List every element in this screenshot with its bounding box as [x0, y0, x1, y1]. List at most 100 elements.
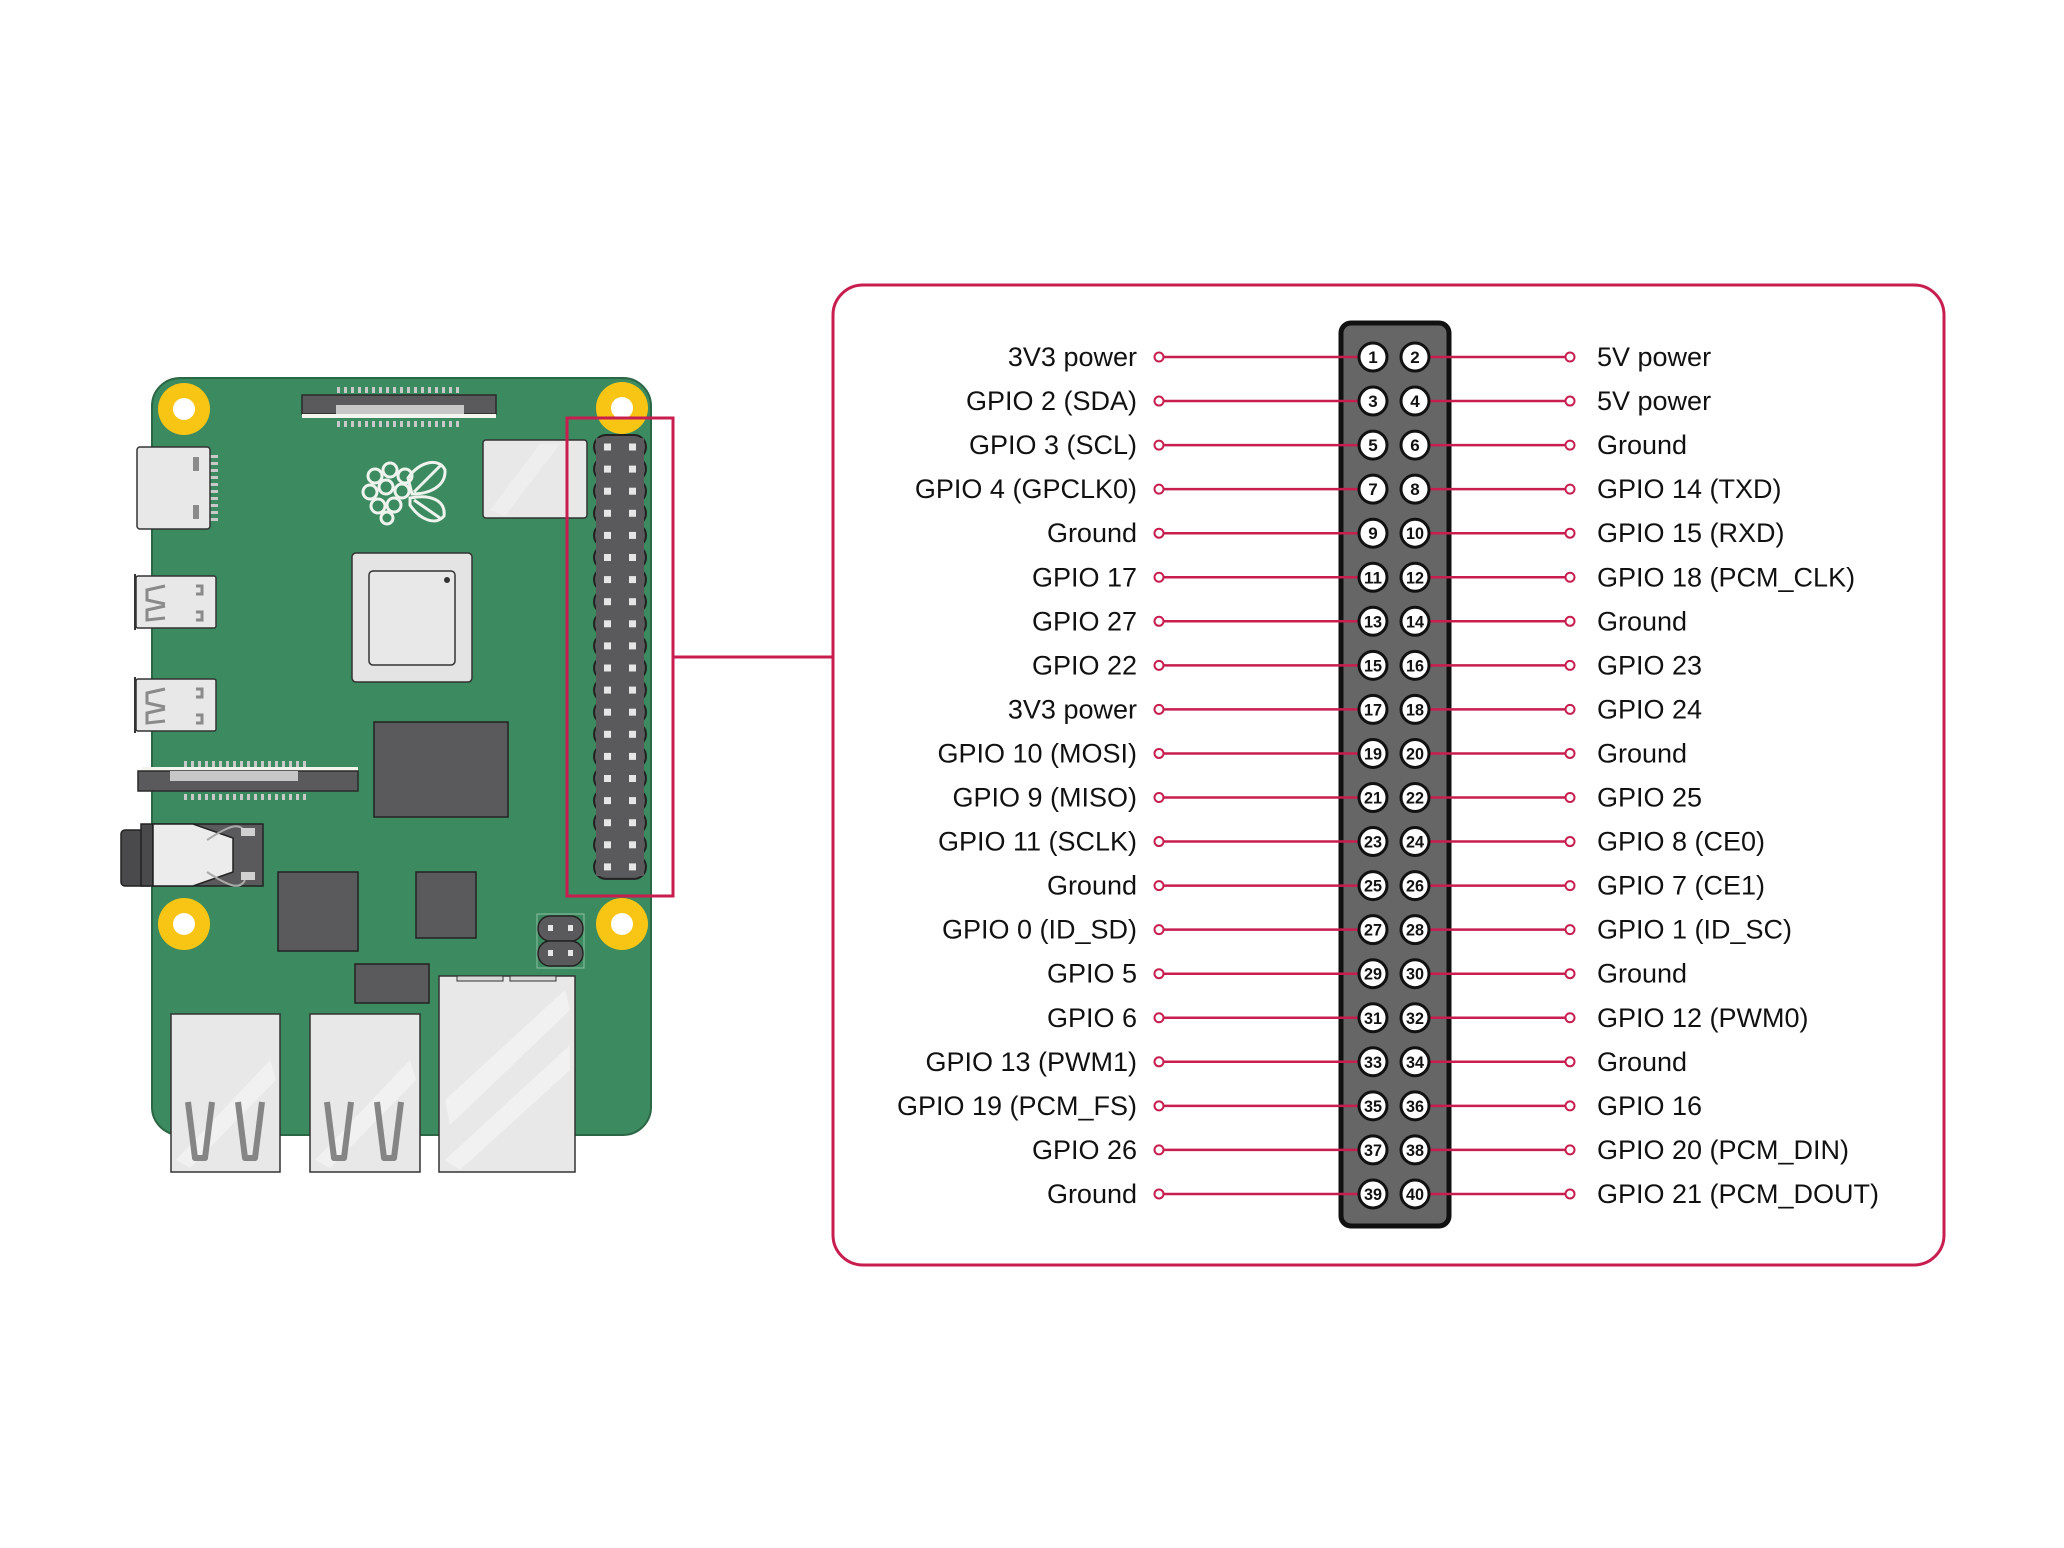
board-header-pin [604, 531, 611, 539]
left-pin-number: 23 [1364, 833, 1382, 852]
board-header-pin [604, 775, 611, 782]
right-pin [1399, 914, 1431, 946]
left-pin-label: GPIO 11 (SCLK) [938, 827, 1137, 857]
right-pin-label: Ground [1597, 959, 1687, 989]
right-pin [1399, 1134, 1431, 1166]
mounting-hole-top-left [158, 383, 210, 435]
right-pin-label: Ground [1597, 430, 1687, 460]
board-header-pin [604, 686, 611, 694]
right-pin-label: GPIO 23 [1597, 650, 1702, 680]
left-pin [1357, 1134, 1389, 1166]
right-pin-number: 24 [1406, 833, 1425, 852]
right-pin-number: 4 [1410, 392, 1420, 411]
left-lead-endpoint [1153, 571, 1165, 583]
right-pin [1399, 870, 1431, 902]
left-pin-label: Ground [1047, 871, 1137, 901]
board-header-pin [604, 752, 611, 760]
board-header-pin [629, 509, 636, 517]
left-pin-label: GPIO 17 [1032, 562, 1137, 592]
usb-c-power-port [136, 446, 218, 530]
right-pin-label: 5V power [1597, 342, 1711, 372]
left-pin [1357, 1002, 1389, 1034]
right-pin-number: 16 [1406, 656, 1424, 675]
right-pin-number: 2 [1410, 348, 1419, 367]
right-pin [1399, 473, 1431, 505]
right-pin [1399, 693, 1431, 725]
board-header-pin [604, 443, 611, 451]
right-pin-label: GPIO 25 [1597, 783, 1702, 813]
board-header-pin [629, 465, 636, 473]
right-pin-number: 38 [1406, 1141, 1424, 1160]
right-lead-endpoint [1564, 571, 1576, 583]
left-pin [1357, 1090, 1389, 1122]
left-lead-endpoint [1153, 747, 1165, 759]
right-lead-endpoint [1564, 1144, 1576, 1156]
right-pin [1399, 1090, 1431, 1122]
right-pin [1399, 737, 1431, 769]
left-lead-endpoint [1153, 703, 1165, 715]
left-pin [1357, 958, 1389, 990]
left-pin-number: 3 [1368, 392, 1377, 411]
board-header-pin [604, 863, 611, 871]
board-header-pin [604, 465, 611, 473]
left-pin-label: GPIO 10 (MOSI) [937, 738, 1137, 768]
left-lead-endpoint [1153, 1188, 1165, 1200]
right-pin-label: Ground [1597, 738, 1687, 768]
header-block [1338, 320, 1452, 1229]
right-pin-number: 36 [1406, 1097, 1424, 1116]
board-header-body [596, 438, 644, 876]
left-lead-endpoint [1153, 1144, 1165, 1156]
right-pin-label: GPIO 7 (CE1) [1597, 871, 1765, 901]
raspberry-pi-board [120, 377, 833, 1173]
board-header-pin [604, 730, 611, 738]
board-header-pin [604, 509, 611, 517]
left-pin-number: 21 [1364, 789, 1382, 808]
raspberry-pi-logo [361, 461, 447, 526]
left-lead-endpoint [1153, 836, 1165, 848]
ethernet-controller-chip [415, 871, 477, 939]
right-pin [1399, 561, 1431, 593]
usb-controller-chip [277, 871, 359, 952]
left-lead-endpoint [1153, 439, 1165, 451]
left-pin [1357, 473, 1389, 505]
left-pin-number: 27 [1364, 921, 1382, 940]
usb-port-1 [170, 1013, 281, 1173]
board-gpio-header [593, 434, 647, 880]
left-pin-number: 37 [1364, 1141, 1382, 1160]
right-pin-label: GPIO 24 [1597, 694, 1702, 724]
right-pin-number: 30 [1406, 965, 1424, 984]
left-pin-label: GPIO 27 [1032, 606, 1137, 636]
board-header-pin [629, 797, 636, 805]
left-lead-endpoint [1153, 1012, 1165, 1024]
right-lead-endpoint [1564, 1056, 1576, 1068]
right-lead-endpoint [1564, 836, 1576, 848]
board-header-pin [604, 554, 611, 561]
mounting-hole-bottom-right [596, 898, 648, 950]
right-pin-label: GPIO 21 (PCM_DOUT) [1597, 1179, 1879, 1209]
left-pin-label: GPIO 2 (SDA) [966, 386, 1137, 416]
right-pin [1399, 517, 1431, 549]
board-header-pin [604, 576, 611, 584]
right-pin-number: 32 [1406, 1009, 1424, 1028]
ram-chip [373, 721, 509, 818]
right-pin-label: GPIO 15 (RXD) [1597, 518, 1785, 548]
board-header-pin [604, 642, 611, 650]
left-pin [1357, 737, 1389, 769]
right-lead-endpoint [1564, 747, 1576, 759]
left-pin-number: 1 [1368, 348, 1377, 367]
right-pin [1399, 1002, 1431, 1034]
micro-hdmi-port-1 [134, 677, 217, 733]
right-pin-number: 10 [1406, 524, 1424, 543]
board-header-pin [604, 664, 611, 672]
right-lead-endpoint [1564, 924, 1576, 936]
right-pin [1399, 782, 1431, 813]
